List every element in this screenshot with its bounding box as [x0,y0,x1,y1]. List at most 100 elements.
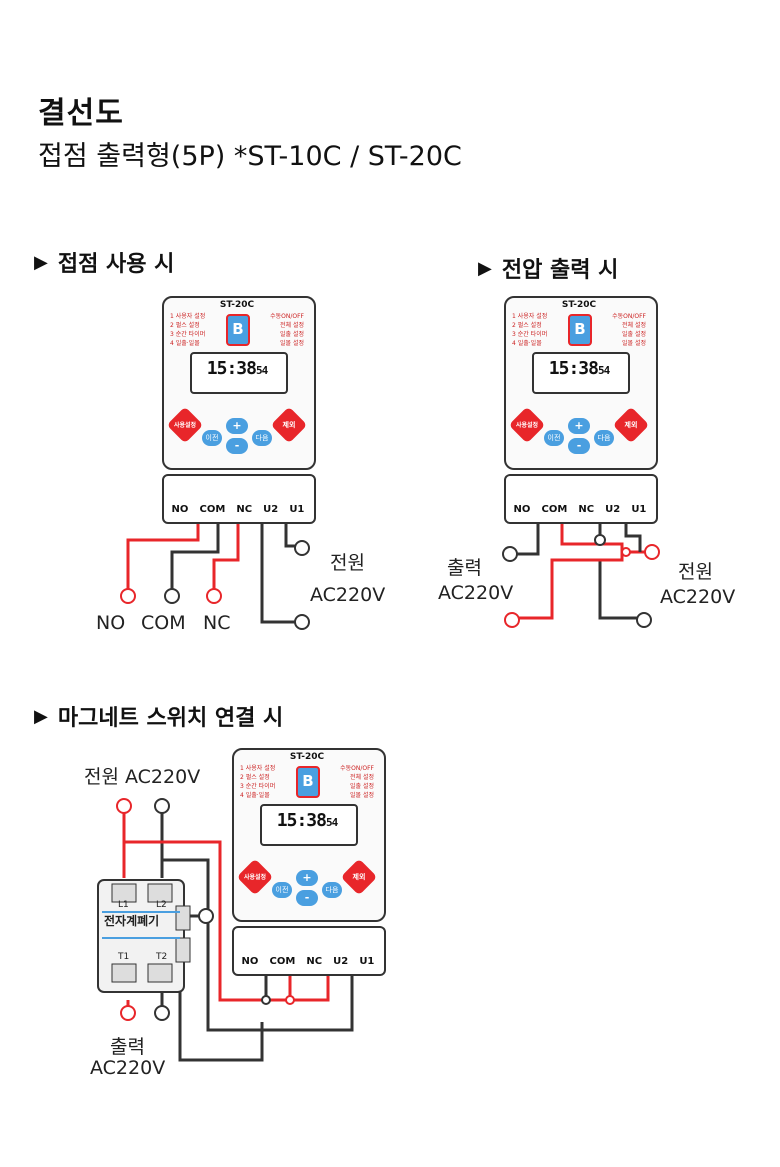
led-left-2: 2 펄스 설정 [170,322,200,329]
terminal-block [504,474,658,524]
lcd-display [532,352,630,394]
led-right-2: 전체 설정 [622,322,646,329]
btn-up[interactable]: + [568,418,590,434]
section-voltage-label: 전압 출력 시 [501,258,619,283]
led-right-1: 수동ON/OFF [270,313,304,320]
btn-prev[interactable]: 이전 [544,430,564,446]
page-subtitle: 접점 출력형(5P) *ST-10C / ST-20C [38,141,462,172]
terminal-block [232,926,386,976]
led-left-4: 4 일출·일몰 [170,340,200,347]
led-left-3: 3 순간 타이머 [512,331,548,338]
led-right-4: 일몰 설정 [622,340,646,347]
led-left-4: 4 일출·일몰 [512,340,542,347]
label-power-ac-3: 전원 AC220V [84,766,201,788]
lcd-time: 15:3854 [190,358,284,379]
btn-left-label: 사용설정 [243,874,267,881]
btn-right-label: 제외 [624,421,638,429]
btn-prev[interactable]: 이전 [202,430,222,446]
terminal-u1: U1 [359,956,375,967]
lcd-time-sec: 54 [325,816,338,829]
btn-right-label: 제외 [352,873,366,881]
magnetic-contactor [97,879,191,993]
terminal-no: NO [171,504,189,515]
contactor-l1: L1 [118,900,129,910]
label-com: COM [141,612,186,634]
led-right-4: 일몰 설정 [350,792,374,799]
led-left-4: 4 일출·일몰 [240,792,270,799]
terminal-com: COM [541,504,568,515]
triangle-icon: ▶ [34,705,48,727]
lcd-time: 15:3854 [532,358,626,379]
logo-icon: B [226,314,250,346]
btn-down[interactable]: - [568,438,590,454]
led-list-left: 1 사용자 설정 2 펄스 설정 3 순간 타이머 4 일출·일몰 [240,764,275,800]
btn-next[interactable]: 다음 [594,430,614,446]
led-right-3: 일출 설정 [622,331,646,338]
label-ac-output-3: AC220V [90,1057,166,1079]
label-power-2: 전원 [678,561,713,583]
led-left-3: 3 순간 타이머 [240,783,276,790]
timer-device-magnet: ST-20C 1 사용자 설정 2 펄스 설정 3 순간 타이머 4 일출·일몰 수동… [232,748,386,978]
btn-down[interactable]: - [226,438,248,454]
lcd-time-main: 15:38 [276,810,327,831]
device-model: ST-20C [219,300,255,310]
terminal-u2: U2 [263,504,279,515]
section-contact-label: 접점 사용 시 [57,252,175,277]
label-nc: NC [203,612,231,634]
terminal-no: NO [241,956,259,967]
lcd-display [260,804,358,846]
section-magnet-title: ▶ 마그네트 스위치 연결 시 [34,700,283,732]
contactor-t2: T2 [156,952,168,962]
terminal-u2: U2 [333,956,349,967]
led-right-3: 일출 설정 [280,331,304,338]
label-output-2: 출력 [447,557,482,579]
device-model: ST-20C [561,300,597,310]
terminal-nc: NC [236,504,253,515]
btn-down[interactable]: - [296,890,318,906]
led-right-3: 일출 설정 [350,783,374,790]
lcd-time-main: 15:38 [206,358,257,379]
led-right-1: 수동ON/OFF [340,765,374,772]
lcd-time-sec: 54 [597,364,610,377]
contactor-l2: L2 [156,900,167,910]
btn-left-label: 사용설정 [515,422,539,429]
btn-prev[interactable]: 이전 [272,882,292,898]
section-voltage-title: ▶ 전압 출력 시 [478,252,618,284]
device-model: ST-20C [289,752,325,762]
section-magnet-label: 마그네트 스위치 연결 시 [57,706,284,731]
led-left-3: 3 순간 타이머 [170,331,206,338]
btn-next[interactable]: 다음 [252,430,272,446]
btn-up[interactable]: + [226,418,248,434]
lcd-display [190,352,288,394]
terminal-u2: U2 [605,504,621,515]
logo-icon: B [568,314,592,346]
lcd-time: 15:3854 [260,810,354,831]
led-left-1: 1 사용자 설정 [240,765,276,772]
led-right-2: 전체 설정 [350,774,374,781]
terminal-nc: NC [578,504,595,515]
label-no: NO [96,612,126,634]
page-title: 결선도 [38,96,124,131]
label-ac-power-2: AC220V [660,586,736,608]
btn-next[interactable]: 다음 [322,882,342,898]
led-right-2: 전체 설정 [280,322,304,329]
triangle-icon: ▶ [478,257,492,279]
btn-up[interactable]: + [296,870,318,886]
led-left-2: 2 펄스 설정 [512,322,542,329]
lcd-time-main: 15:38 [548,358,599,379]
led-right-1: 수동ON/OFF [612,313,646,320]
led-right-4: 일몰 설정 [280,340,304,347]
label-output-3: 출력 [110,1036,145,1058]
contactor-t1: T1 [118,952,130,962]
label-power-1: 전원 [330,552,365,574]
led-left-2: 2 펄스 설정 [240,774,270,781]
terminal-com: COM [199,504,226,515]
btn-left-label: 사용설정 [173,422,197,429]
terminal-com: COM [269,956,296,967]
